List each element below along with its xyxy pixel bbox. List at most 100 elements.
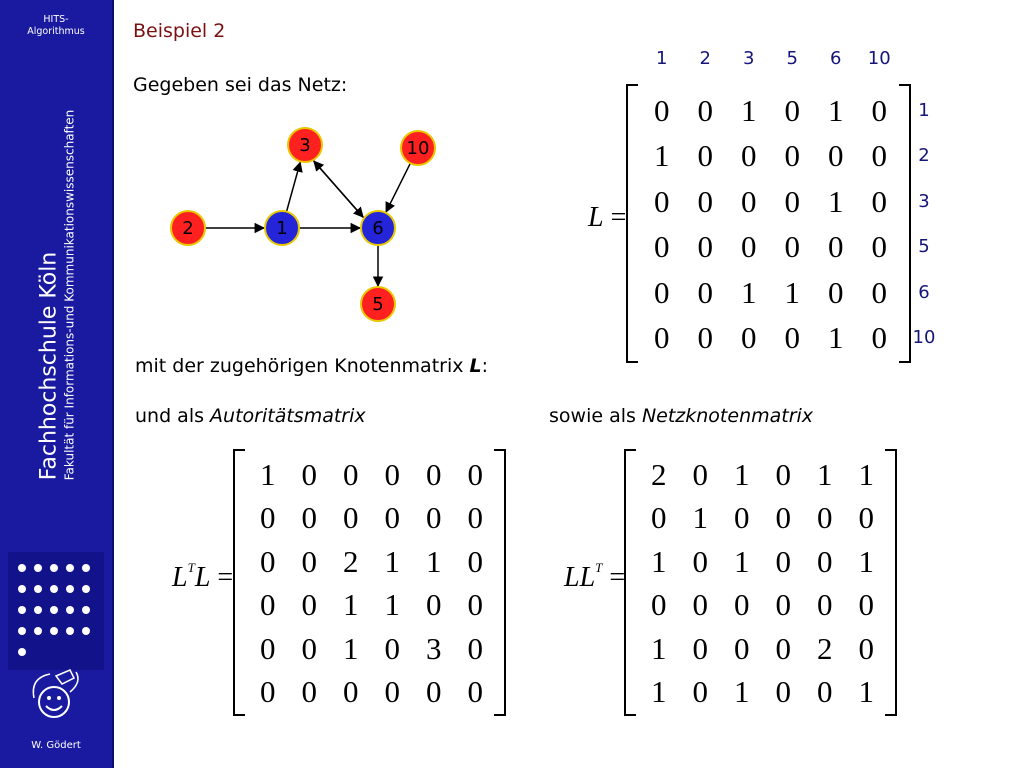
node-10 <box>400 130 436 166</box>
matrix-LLT-label: LLT = <box>564 559 625 594</box>
pattern-dot <box>18 606 26 614</box>
knotenmatrix-text: mit der zugehörigen Knotenmatrix L: <box>135 355 488 377</box>
LTL-cell: 0 <box>260 630 276 666</box>
LLT-cell: 1 <box>651 674 667 710</box>
node-5 <box>360 286 396 322</box>
given-text: Gegeben sei das Netz: <box>133 74 348 96</box>
L-cell: 0 <box>871 183 888 219</box>
L-cell: 0 <box>697 229 714 265</box>
netzknoten-term: Netzknotenmatrix <box>641 405 814 427</box>
L-cell: 0 <box>871 320 888 356</box>
LTL-cell: 0 <box>426 456 442 492</box>
autoritaet-term: Autoritätsmatrix <box>210 405 366 427</box>
LLT-cell: 1 <box>858 543 875 579</box>
L-row-header: 3 <box>918 190 930 212</box>
LLT-cell: 0 <box>692 587 709 623</box>
pattern-dot <box>34 606 42 614</box>
LTL-cell: 0 <box>384 674 401 710</box>
L-cell: 0 <box>697 92 714 128</box>
pattern-dot <box>18 564 26 572</box>
pattern-dot <box>34 627 42 635</box>
pattern-dot <box>18 648 26 656</box>
pattern-dot <box>66 627 74 635</box>
L-row-header: 1 <box>918 99 930 121</box>
L-cell: 0 <box>784 229 801 265</box>
LLT-cell: 1 <box>734 543 750 579</box>
LLT-cell: 0 <box>817 543 833 579</box>
LTL-cell: 0 <box>467 630 484 666</box>
LLT-cell: 1 <box>817 456 833 492</box>
LLT-cell: 0 <box>858 587 875 623</box>
LTL-cell: 0 <box>384 630 401 666</box>
LTL-cell: 0 <box>467 543 484 579</box>
LLT-cell: 2 <box>651 456 667 492</box>
node-label-10: 10 <box>407 138 430 159</box>
topic-line-2: Algorithmus <box>27 26 85 37</box>
L-col-header: 3 <box>743 48 755 69</box>
LLT-cell: 0 <box>651 500 667 536</box>
L-cell: 0 <box>654 274 670 310</box>
slide-title: Beispiel 2 <box>133 20 226 42</box>
L-cell: 0 <box>828 229 844 265</box>
L-cell: 0 <box>741 320 757 356</box>
L-cell: 0 <box>741 183 757 219</box>
LTL-cell: 1 <box>384 587 401 623</box>
LTL-cell: 0 <box>301 456 318 492</box>
L-cell: 0 <box>654 92 670 128</box>
L-cell: 1 <box>784 274 801 310</box>
pattern-dot <box>50 585 58 593</box>
L-bracket-right <box>899 84 911 363</box>
L-cell: 0 <box>871 274 888 310</box>
node-3 <box>287 127 323 163</box>
LLT-cell: 1 <box>734 674 750 710</box>
pattern-dot <box>82 585 90 593</box>
LTL-cell: 1 <box>260 456 276 492</box>
institution-name: Fachhochschule Köln <box>36 251 62 481</box>
LLT-cell: 2 <box>817 630 833 666</box>
L-col-header: 10 <box>867 48 891 69</box>
LTL-cell: 0 <box>301 587 318 623</box>
LTL-cell: 0 <box>260 500 276 536</box>
dot-pattern-logo <box>8 552 104 670</box>
L-cell: 0 <box>654 229 670 265</box>
node-2 <box>170 210 206 246</box>
L-col-header: 5 <box>786 48 798 69</box>
LLT-cell: 1 <box>651 630 667 666</box>
sidebar-topic-title: HITS- Algorithmus <box>0 14 112 38</box>
matrix-LLT-symbol: LL <box>564 562 596 593</box>
node-label-2: 2 <box>182 218 193 239</box>
faculty-name: Fakultät für Informations-und Kommunikat… <box>62 109 77 481</box>
LTL-cell: 0 <box>301 543 318 579</box>
LLT-cell: 0 <box>775 587 792 623</box>
autoritaet-prefix: und als <box>135 405 211 427</box>
edge-10-to-6 <box>385 162 412 213</box>
LTL-cell: 0 <box>301 500 318 536</box>
institution-vertical-text: Fachhochschule Köln Fakultät für Informa… <box>37 110 78 481</box>
matrix-LTL-equals: = <box>217 562 234 593</box>
LTL-bracket-right <box>494 449 506 716</box>
L-bracket-left <box>626 84 638 363</box>
matrix-LTL-symbol-a: L <box>172 562 188 593</box>
LTL-cell: 0 <box>426 674 442 710</box>
matrix-LTL-symbol-b: L <box>194 562 211 593</box>
pattern-dot <box>34 564 42 572</box>
LLT-bracket-right <box>885 449 897 716</box>
LLT-cell: 1 <box>692 500 709 536</box>
edge-6-to-3 <box>313 160 365 219</box>
LLT-cell: 0 <box>692 674 709 710</box>
LTL-cell: 0 <box>467 674 484 710</box>
pattern-dot <box>34 585 42 593</box>
pattern-dot <box>50 627 58 635</box>
L-row-header: 5 <box>918 236 930 258</box>
matrix-L-label: L = <box>588 202 626 234</box>
LLT-cell: 0 <box>817 674 833 710</box>
node-label-3: 3 <box>299 135 310 156</box>
matrix-LLT-sup: T <box>595 559 603 575</box>
LTL-cell: 0 <box>426 587 442 623</box>
LTL-cell: 0 <box>301 630 318 666</box>
knotenmatrix-suffix: : <box>481 355 489 377</box>
author-name: W. Gödert <box>31 740 81 751</box>
L-col-header: 1 <box>656 48 668 69</box>
L-cell: 0 <box>828 138 844 174</box>
